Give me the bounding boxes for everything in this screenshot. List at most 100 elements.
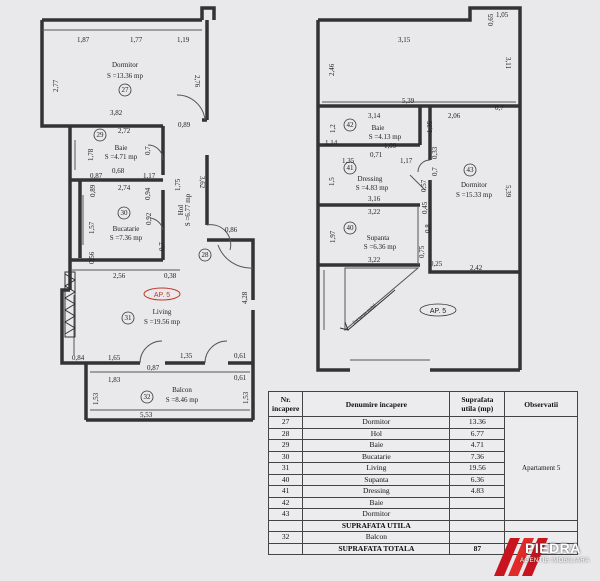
dim-label: 3,22 <box>368 256 381 264</box>
cell-nr: 28 <box>267 427 304 440</box>
col-header: Nr. incapere <box>267 391 304 417</box>
left-plan-thin <box>42 29 254 411</box>
apartment-title: AP. 5 <box>154 292 170 299</box>
room-area: S =13.36 mp <box>107 72 144 80</box>
rooms-table: Nr. incapere Denumire incapere Suprafata… <box>267 391 578 555</box>
cell-nr: 32 <box>267 531 304 544</box>
room-area: S =4.71 mp <box>105 153 138 161</box>
dim-label: 1,35 <box>342 157 355 165</box>
dim-label: 0,75 <box>418 245 426 258</box>
table-header-row: Nr. incapere Denumire incapere Suprafata… <box>267 391 578 417</box>
room-area: S =8.46 mp <box>166 396 199 404</box>
dim-label: 0,33 <box>431 146 439 159</box>
dim-label: 5,39 <box>504 185 512 198</box>
left-plan-walls <box>40 6 255 422</box>
room-name: Dressing <box>358 175 383 183</box>
cell-name: Baie <box>302 496 451 509</box>
room-area: S =4.83 mp <box>356 184 389 192</box>
totala-value: 87 <box>449 542 506 555</box>
room-number: 32 <box>144 393 152 401</box>
room-area: S =15.33 mp <box>456 191 493 199</box>
dim-label: 0,68 <box>112 167 125 175</box>
dim-label: 2,06 <box>448 112 461 120</box>
room-number-circles <box>93 83 477 404</box>
dim-label: 1,97 <box>329 230 337 243</box>
cell-nr: 43 <box>267 508 304 521</box>
dim-label: 0,7 <box>495 104 504 112</box>
dim-label: 2,46 <box>328 63 336 76</box>
dim-label: 0,87 <box>90 172 103 180</box>
room-name: Living <box>153 308 172 316</box>
room-number: 27 <box>122 86 130 94</box>
dim-label: 0,25 <box>430 260 443 268</box>
room-name: Dormitor <box>461 181 488 189</box>
table-row: 42 Baie <box>267 496 578 509</box>
cell-nr: 29 <box>267 439 304 452</box>
table-row: 40 Supanta 6.36 <box>267 473 578 486</box>
dim-label: 1,5 <box>328 177 336 186</box>
dim-label: 0,38 <box>164 272 177 280</box>
dim-label: 1,53 <box>242 391 250 404</box>
stair-arrow <box>339 289 396 331</box>
cell-area: 6.36 <box>449 473 506 486</box>
dim-label: 1,87 <box>77 36 90 44</box>
table-total-row: SUPRAFATA TOTALA 87 <box>267 542 578 555</box>
dim-label: 0,92 <box>145 212 153 225</box>
cell-area: 13.36 <box>449 416 506 429</box>
cell-nr: 40 <box>267 473 304 486</box>
dim-label: 2,56 <box>113 272 126 280</box>
right-ap-title: AP. 5 <box>419 303 457 317</box>
totala-label: SUPRAFATA TOTALA <box>302 542 451 555</box>
utila-label: SUPRAFATA UTILA <box>302 519 451 532</box>
dim-label: 3,11 <box>504 57 512 69</box>
dim-label: 1,35 <box>426 120 434 133</box>
cell-name: Dormitor <box>302 416 451 429</box>
dim-label: 0,94 <box>144 187 152 200</box>
left-plan-rooms: Dormitor S =13.36 mp 27 29 Baie S =4.71 … <box>97 61 210 404</box>
apartment-title: AP. 5 <box>430 308 446 315</box>
cell-area: 4.71 <box>449 439 506 452</box>
col-header: Denumire incapere <box>302 391 451 417</box>
room-name: Balcon <box>172 386 192 394</box>
dim-label: 2,74 <box>118 184 131 192</box>
right-plan-walls <box>316 6 522 372</box>
dim-label: 1,05 <box>496 11 509 19</box>
room-name: Bucatarie <box>113 225 140 233</box>
cell-name: Supanta <box>302 473 451 486</box>
cell-name: Dormitor <box>302 508 451 521</box>
dim-label: 0,89 <box>89 184 97 197</box>
room-number: 31 <box>125 314 133 322</box>
dim-label: 1,17 <box>143 172 156 180</box>
dim-label: 1,77 <box>130 36 143 44</box>
dim-label: 2,72 <box>118 127 131 135</box>
cell-area: 6.77 <box>449 427 506 440</box>
dim-label: 1,14 <box>325 139 338 147</box>
room-number: 29 <box>97 131 105 139</box>
dim-label: 1,57 <box>88 221 96 234</box>
dim-label: 0,7 <box>144 146 152 155</box>
table-row: 30 Bucatarie 7.36 <box>267 450 578 463</box>
dim-label: 0,89 <box>178 121 191 129</box>
dim-label: 0,65 <box>487 13 495 26</box>
room-name: Baie <box>372 124 385 132</box>
cell-area <box>449 508 506 521</box>
dim-label: 1,83 <box>108 376 121 384</box>
col-header: Suprafata utila (mp) <box>449 391 506 417</box>
cell-observation: Apartament 5 <box>504 416 578 521</box>
room-area: S =7.36 mp <box>110 234 143 242</box>
table-subtotal-row: SUPRAFATA UTILA <box>267 519 578 532</box>
dim-label: 0,61 <box>234 352 247 360</box>
dim-label: 1,09 <box>384 142 397 150</box>
cell-name: Bucatarie <box>302 450 451 463</box>
cell-area: 4.83 <box>449 485 506 498</box>
logo-mark-icon <box>494 538 548 576</box>
right-plan-rooms: 42 Baie S =4.13 mp 41 Dressing S =4.83 m… <box>347 121 493 251</box>
cell-nr: 31 <box>267 462 304 475</box>
logo-brand: PIEDRA <box>525 540 581 556</box>
dim-label: 3,14 <box>368 112 381 120</box>
cell-nr: 42 <box>267 496 304 509</box>
dim-label: 3,82 <box>110 109 123 117</box>
room-number: 30 <box>121 209 129 217</box>
logo-subtitle: AGENTIE IMOBILIARA <box>520 558 590 564</box>
dim-label: 1,35 <box>180 352 193 360</box>
